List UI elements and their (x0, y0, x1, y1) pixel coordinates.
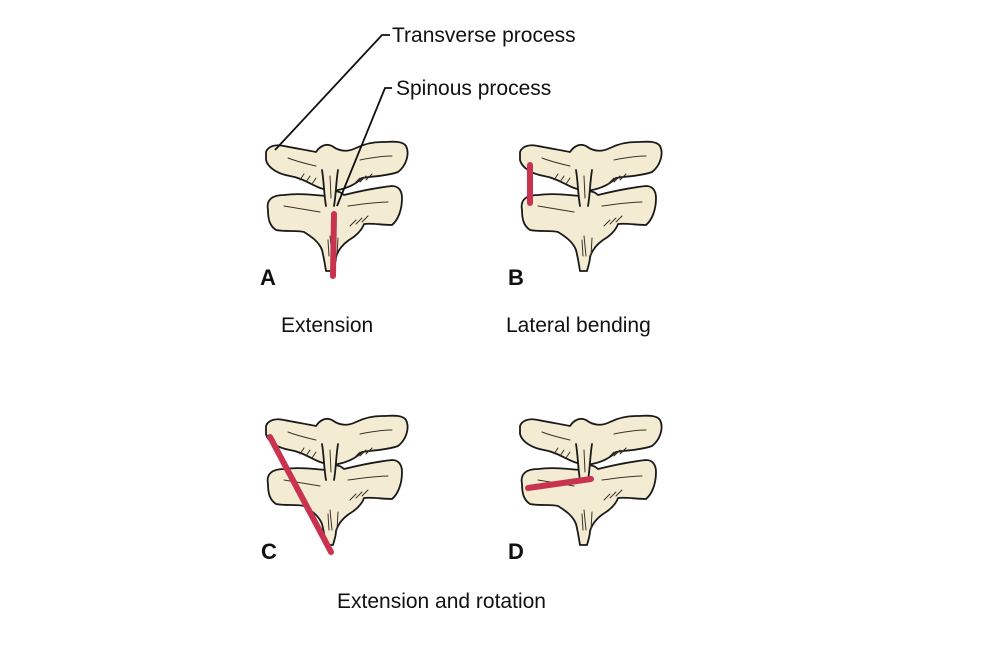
caption-extension-and-rotation: Extension and rotation (337, 590, 546, 613)
panel-letter-a: A (260, 265, 276, 290)
caption-lateral-bending: Lateral bending (506, 314, 651, 337)
spinous-process-leader (336, 87, 392, 207)
panel-letter-d: D (508, 539, 524, 564)
panel-letter-c: C (261, 539, 277, 564)
vertebrae-pair-b (519, 140, 663, 272)
transverse-process-leader (274, 34, 390, 151)
vertebrae-pair-c (265, 414, 409, 546)
transverse-process-label: Transverse process (392, 24, 576, 47)
ligament-a (330, 211, 337, 279)
spinous-process-label: Spinous process (396, 77, 552, 100)
caption-extension: Extension (281, 314, 374, 337)
vertebrae-pair-a (265, 140, 409, 272)
ligament-d (525, 476, 594, 491)
ligament-c (267, 434, 334, 555)
panel-letter-b: B (508, 265, 524, 290)
